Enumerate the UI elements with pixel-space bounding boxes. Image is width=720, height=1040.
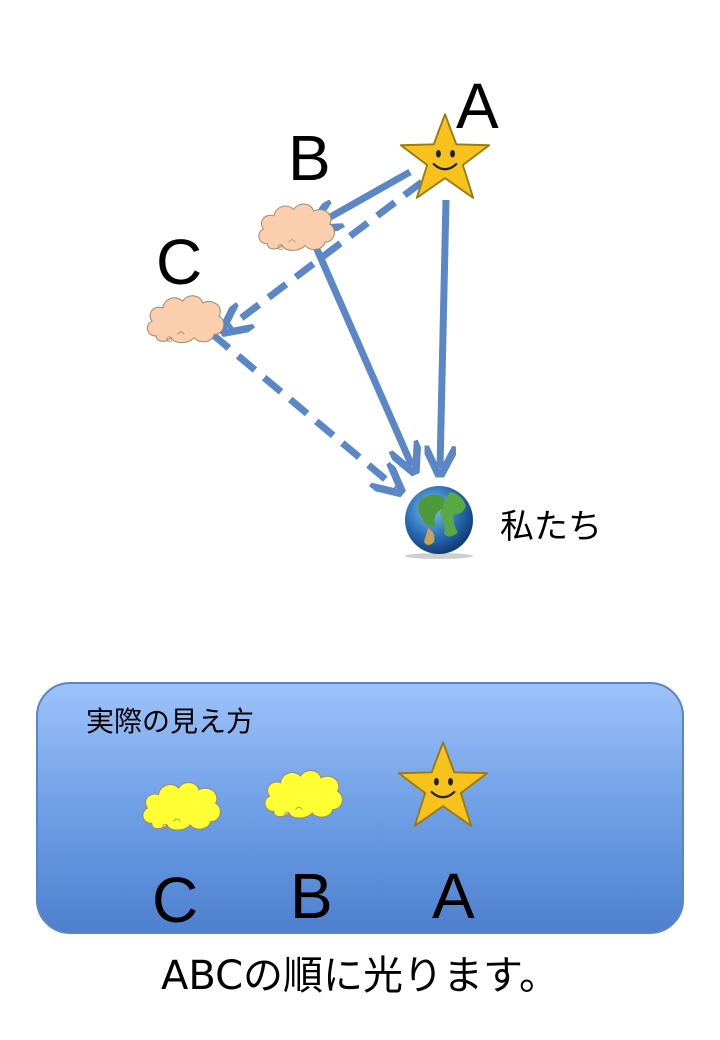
arrow-a-to-c	[228, 179, 425, 328]
earth-label: 私たち	[500, 507, 602, 547]
arrow-b-to-earth	[308, 236, 412, 466]
label-b: B	[288, 122, 331, 194]
panel-title: 実際の見え方	[86, 705, 255, 738]
panel-label-a: A	[432, 860, 475, 932]
arrow-a-to-earth	[440, 199, 446, 468]
arrow-c-to-earth	[209, 331, 396, 488]
label-c: C	[156, 226, 203, 298]
light-paths	[209, 168, 446, 488]
caption: ABCの順に光ります。	[160, 953, 560, 999]
cloud-icon	[258, 203, 335, 251]
cloud-icon	[146, 295, 225, 344]
panel-label-b: B	[290, 860, 333, 932]
label-a: A	[456, 70, 499, 142]
arrow-a-to-b	[318, 168, 412, 224]
earth-icon	[405, 486, 473, 559]
panel-label-c: C	[152, 864, 199, 936]
